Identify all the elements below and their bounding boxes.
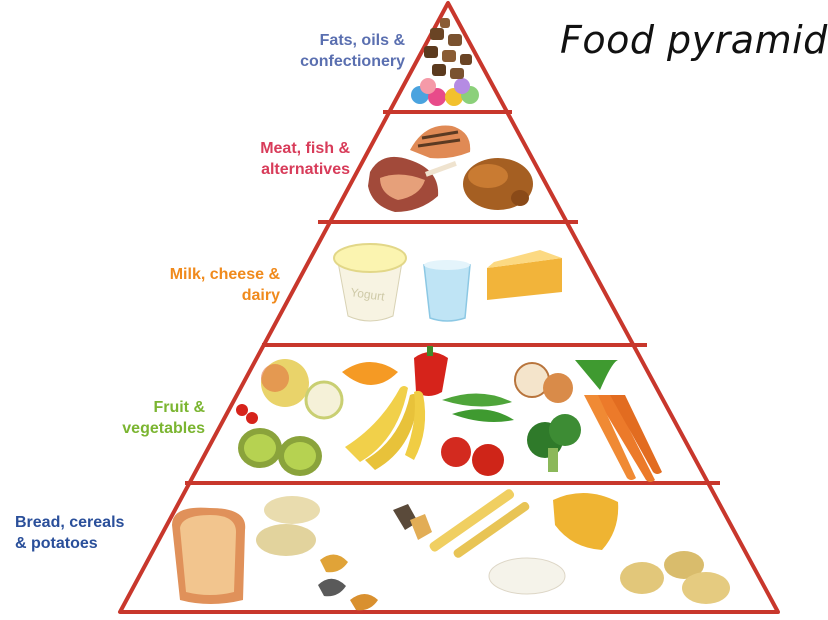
sweets-illustration xyxy=(411,18,479,106)
dairy-illustration: Yogurt xyxy=(334,244,562,321)
diagram-title: Food pyramid xyxy=(560,18,828,62)
tier-label-fruit-vegetables: Fruit & vegetables xyxy=(60,397,205,439)
tier-label-meat: Meat, fish & alternatives xyxy=(190,138,350,180)
bread-cereals-illustration xyxy=(172,488,730,611)
fruit-vegetables-illustration xyxy=(236,346,662,482)
meat-fish-illustration xyxy=(368,126,533,213)
tier-label-bread-cereals: Bread, cereals & potatoes xyxy=(15,512,165,554)
tier-label-fats: Fats, oils & confectionery xyxy=(250,30,405,72)
tier-label-dairy: Milk, cheese & dairy xyxy=(120,264,280,306)
